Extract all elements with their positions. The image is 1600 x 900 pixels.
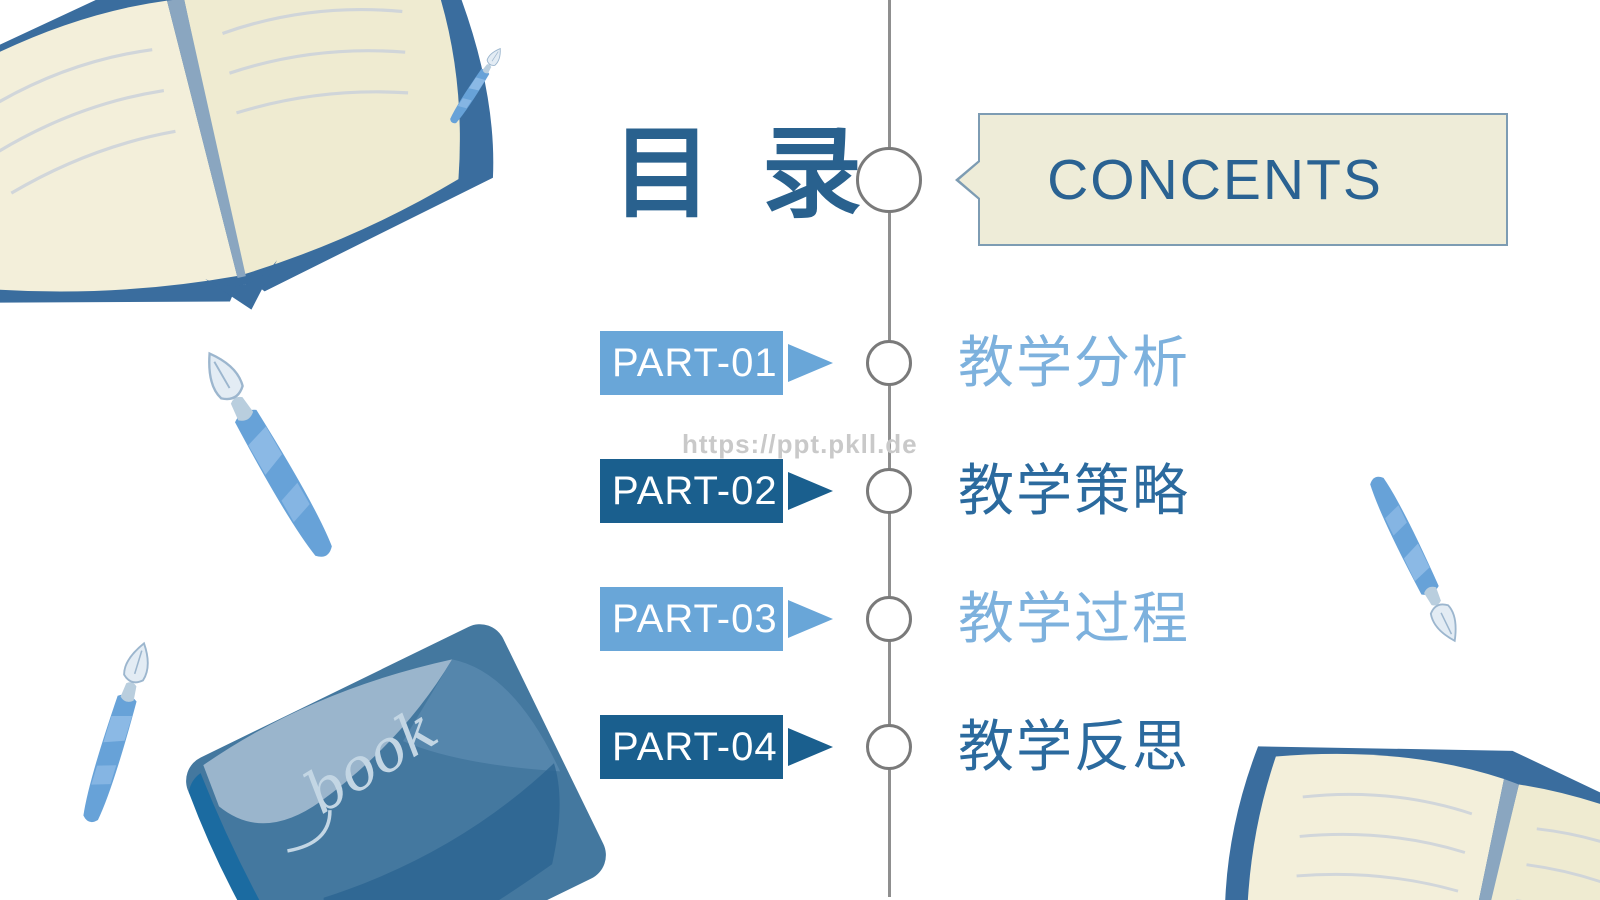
timeline-node-title (856, 147, 922, 213)
toc-item-1: PART-01 教学分析 (0, 329, 1600, 397)
part-04-arrow-icon (788, 728, 833, 766)
watermark-url: https://ppt.pkll.de (682, 429, 918, 459)
toc-label-2: 教学策略 (958, 459, 1190, 522)
part-03-bar: PART-03 (600, 587, 783, 651)
open-book-illustration-top-left (0, 0, 525, 376)
toc-label-4: 教学反思 (958, 715, 1190, 778)
toc-label-3: 教学过程 (958, 587, 1190, 650)
timeline-node-3 (866, 596, 912, 642)
banner-tail (959, 160, 981, 199)
part-03-arrow-icon (788, 600, 833, 638)
page-title: 目 录 (612, 118, 862, 230)
toc-item-2: PART-02 教学策略 (0, 457, 1600, 525)
pencil-illustration-top (447, 45, 506, 126)
part-01-arrow-icon (788, 344, 833, 382)
timeline-node-1 (866, 340, 912, 386)
part-04-bar: PART-04 (600, 715, 783, 779)
timeline-line (888, 0, 891, 897)
part-02-bar: PART-02 (600, 459, 783, 523)
timeline-node-2 (866, 468, 912, 514)
toc-label-1: 教学分析 (958, 331, 1190, 394)
part-02-arrow-icon (788, 472, 833, 510)
toc-item-4: PART-04 教学反思 (0, 713, 1600, 781)
contents-banner-label: CONCENTS (1047, 147, 1383, 212)
toc-item-3: PART-03 教学过程 (0, 585, 1600, 653)
timeline-node-4 (866, 724, 912, 770)
contents-banner: CONCENTS (955, 113, 1508, 246)
part-01-bar: PART-01 (600, 331, 783, 395)
